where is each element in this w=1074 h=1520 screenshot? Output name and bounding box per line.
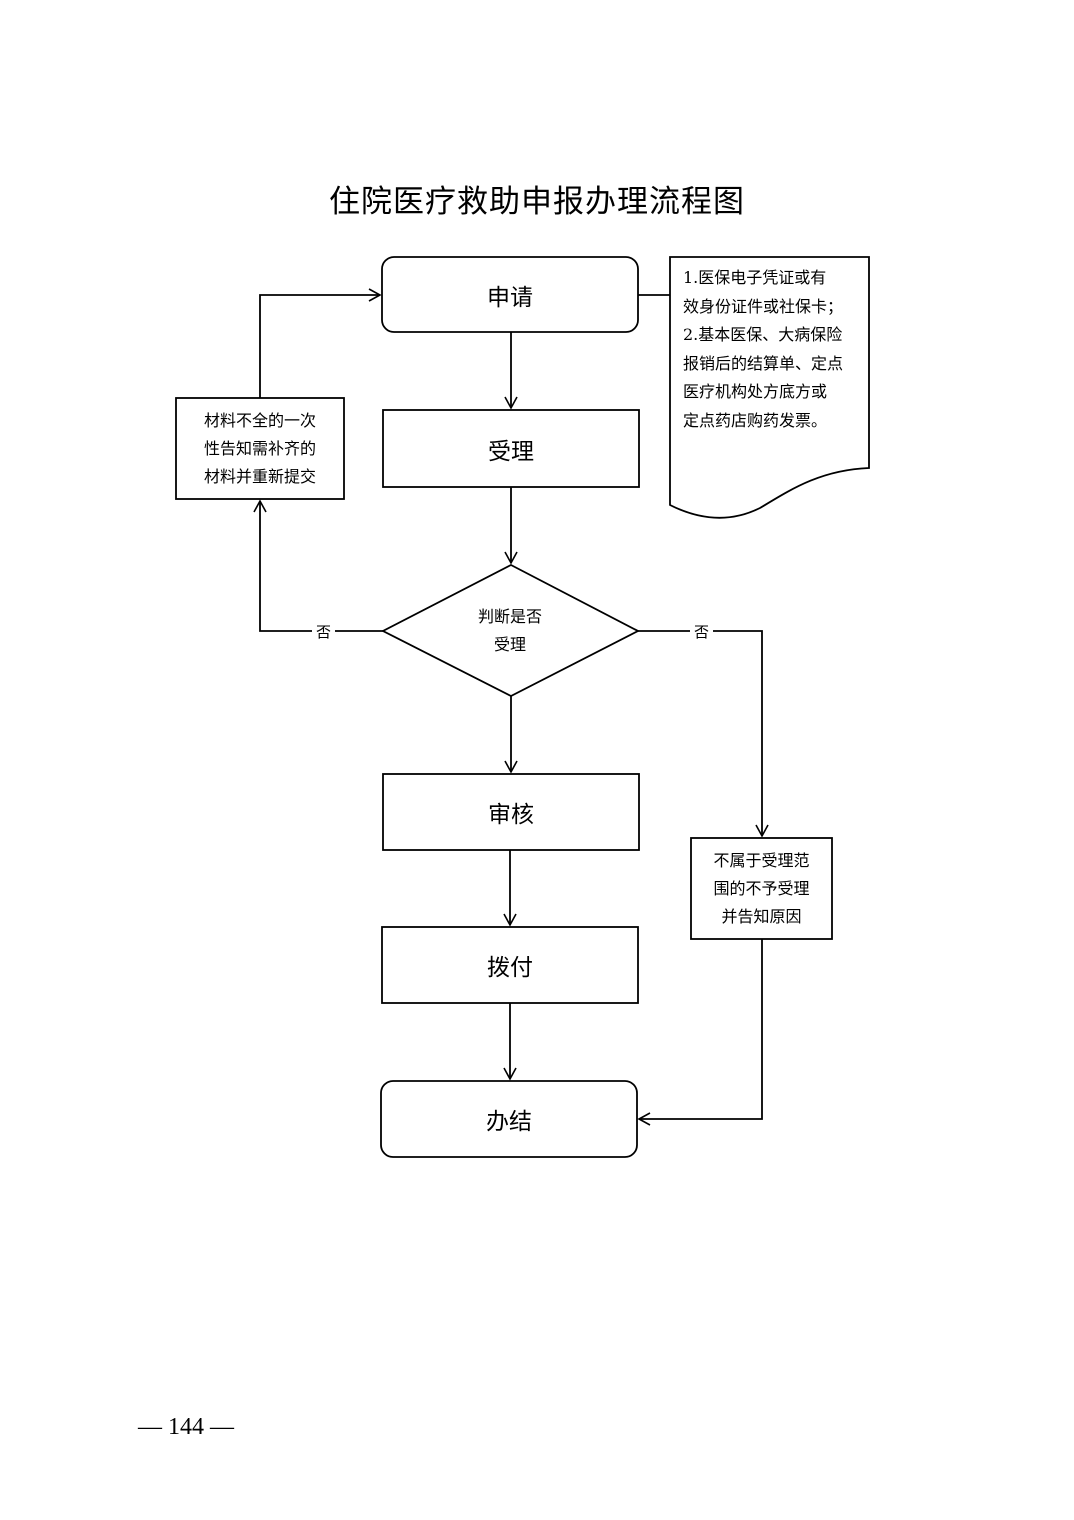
node-incomplete-line: 材料不全的一次 (203, 410, 316, 430)
edge-label-right-no: 否 (690, 621, 714, 642)
note-line: 医疗机构处方底方或 (683, 382, 828, 401)
edge-decision-incomplete (253, 499, 383, 632)
node-reject-line: 并告知原因 (721, 906, 802, 926)
required-materials-note: 1.医保电子凭证或有 效身份证件或社保卡； 2.基本医保、大病保险 报销后的结算… (683, 264, 859, 435)
note-document-shape (669, 256, 870, 519)
edge-incomplete-apply (259, 288, 382, 398)
node-review: 审核 (488, 802, 534, 828)
node-accept: 受理 (488, 438, 534, 465)
edge-decision-reject (638, 630, 769, 838)
node-incomplete-line: 性告知需补齐的 (203, 438, 316, 458)
note-line: 报销后的结算单、定点 (683, 353, 844, 373)
node-reject: 不属于受理范 围的不予受理 并告知原因 (691, 838, 832, 939)
node-incomplete-line: 材料并重新提交 (203, 466, 316, 486)
note-line: 定点药店购药发票。 (683, 410, 828, 430)
node-apply: 申请 (487, 284, 533, 311)
node-incomplete: 材料不全的一次 性告知需补齐的 材料并重新提交 (176, 398, 344, 499)
edge-reject-complete (637, 939, 763, 1126)
diagram-title: 住院医疗救助申报办理流程图 (329, 184, 745, 220)
node-review-shape (382, 773, 640, 851)
note-line: 效身份证件或社保卡； (683, 296, 844, 316)
node-payment: 拨付 (487, 955, 533, 981)
node-decision-line: 判断是否 (477, 607, 542, 626)
page-number: — 144 — (138, 1414, 234, 1440)
node-complete: 办结 (486, 1109, 532, 1135)
node-decision: 判断是否 受理 (430, 600, 590, 662)
node-complete-shape (380, 1080, 638, 1158)
edge-label-left-no: 否 (312, 621, 336, 642)
note-line: 1.医保电子凭证或有 (683, 268, 827, 287)
node-reject-line: 不属于受理范 (713, 850, 810, 870)
note-line: 2.基本医保、大病保险 (683, 325, 843, 344)
node-decision-line: 受理 (493, 635, 526, 654)
node-reject-line: 围的不予受理 (713, 878, 810, 898)
